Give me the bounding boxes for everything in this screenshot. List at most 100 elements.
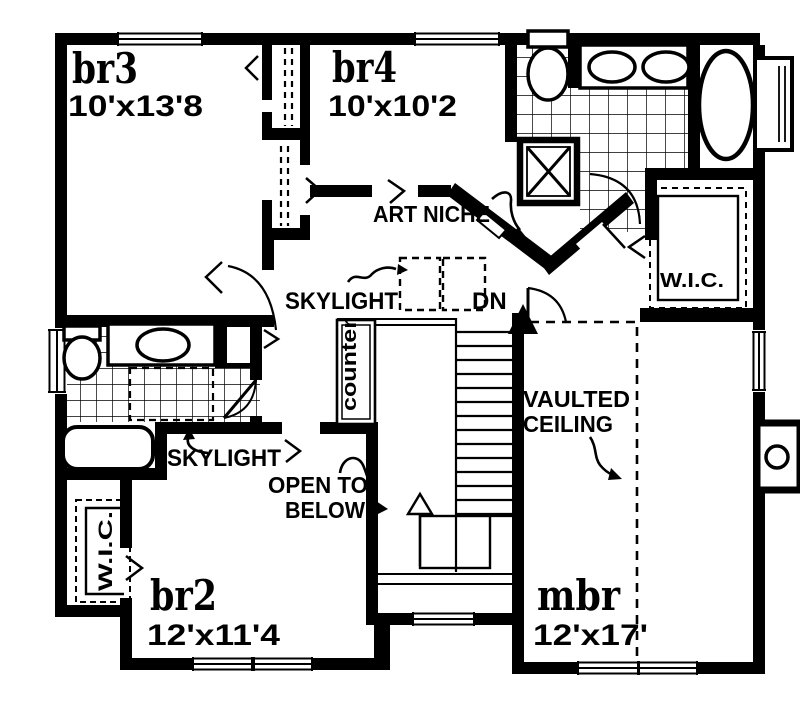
wall-wc-bottom (215, 363, 262, 368)
door-chevron-wic-right (626, 234, 646, 260)
room-name-br2: br2 (150, 571, 217, 620)
label-open-to-below-1: OPEN TO (268, 472, 368, 498)
annotation-arrows (183, 191, 622, 515)
wall-closet-bottom (262, 228, 310, 240)
sink-top-bath-1 (587, 50, 637, 84)
tub-deck-window (753, 56, 794, 152)
wall-top (55, 33, 760, 45)
skylight-hall-arrowhead (397, 264, 408, 275)
toilet-bowl-left-bath (62, 335, 102, 381)
window-br4-top (414, 31, 500, 47)
wall-closet-left-mid (262, 112, 272, 140)
door-chevron-br3-entry (204, 261, 223, 294)
shower-stall (516, 136, 581, 207)
wall-diagonal-mbr-hall (541, 192, 634, 275)
wall-wic-right-bottom (640, 308, 757, 322)
room-name-br4: br4 (332, 43, 397, 92)
label-counter: counter (339, 319, 361, 411)
room-name-mbr: mbr (537, 571, 621, 620)
room-dims-mbr: 12'x17' (533, 619, 648, 652)
sink-top-bath-2 (641, 50, 691, 84)
sink-left-bath (135, 327, 191, 363)
windows (47, 31, 767, 676)
stair-direction-arrow (405, 491, 435, 516)
art-niche-recess (475, 210, 508, 240)
window-br2-bottom-1 (192, 656, 253, 672)
wall-toilet-divider (568, 43, 580, 88)
toilet-tank-top-bath (526, 29, 570, 49)
wall-br2-left-lower (120, 598, 132, 658)
door-chevron-br2 (284, 438, 303, 463)
toilet-bowl-top-bath (526, 46, 570, 102)
wall-wc-left (215, 322, 227, 368)
window-right-mbr (751, 330, 767, 392)
doors (125, 55, 646, 581)
room-name-br3: br3 (72, 44, 138, 93)
hall-bath-tiles-main (580, 88, 688, 168)
wall-leftbath-east-stub (250, 416, 262, 434)
wall-br3-east (262, 240, 274, 270)
vaulted-arrow (588, 436, 614, 477)
wall-br2-top-a (157, 422, 282, 434)
railing-bottom (378, 573, 512, 585)
wall-stair-right (512, 313, 524, 674)
door-arc-top-bath (589, 172, 642, 225)
wall-step-connector (374, 613, 390, 670)
window-left-bath (47, 328, 67, 394)
label-skylight-bath: SKYLIGHT (167, 445, 281, 472)
wall-leftbath-east (250, 327, 262, 380)
skylight-box-bath (128, 366, 215, 422)
open-below-arrow (338, 456, 380, 507)
wall-closet-right-lower (300, 215, 310, 240)
wall-closet-left-lower (262, 200, 272, 240)
room-dims-br2: 12'x11'4 (147, 619, 280, 652)
wall-br4-bottom-b (418, 185, 451, 197)
wic-left-shelving (75, 499, 131, 603)
door-chevron-br3-closet (244, 55, 259, 81)
window-mbr-bottom-2 (638, 660, 698, 676)
door-chevron-wc (263, 328, 281, 350)
bathtub-oval (696, 48, 756, 162)
skylight-hall-arrow (346, 266, 397, 283)
label-art-niche: ART NICHE (373, 201, 490, 227)
chimney (753, 419, 800, 494)
open-below-arrowhead (376, 501, 388, 515)
wall-vanity-tub (688, 43, 700, 172)
wall-wic-right-top (645, 168, 757, 180)
label-vaulted-2: CEILING (523, 411, 613, 437)
skylight-bath-arrowhead (183, 428, 195, 440)
counter (335, 318, 377, 426)
label-dn: DN (472, 288, 507, 315)
fixtures (61, 29, 800, 494)
label-wic-left: W.I.C. (96, 511, 117, 591)
label-wic-right: W.I.C. (660, 270, 724, 292)
window-mbr-bottom-1 (577, 660, 639, 676)
stairs-and-railings (335, 304, 538, 585)
window-recessed (412, 611, 475, 627)
bathtub-left (61, 425, 155, 471)
diagonal-door-leaf (602, 223, 626, 249)
door-arc-br3 (227, 264, 278, 331)
wall-open-below-left (366, 428, 378, 625)
door-chevron-wic-left (125, 555, 145, 581)
wall-tub-nook (155, 422, 167, 480)
skylight-box-1 (398, 256, 442, 312)
room-dims-br3: 10'x13'8 (68, 90, 203, 123)
wall-closet-right-upper (300, 45, 310, 165)
wall-wic-left-bottom (55, 605, 132, 617)
wic-right-shelving (649, 187, 747, 309)
window-br3-top (117, 31, 203, 47)
art-niche-arrowhead (512, 227, 526, 237)
wall-hallbath-west (505, 45, 517, 142)
door-arc-mbr (527, 286, 568, 323)
skylight-box-2 (441, 256, 487, 312)
wall-closet-left-upper (262, 45, 272, 100)
room-dims-br4: 10'x10'2 (328, 90, 457, 123)
label-vaulted-1: VAULTED (523, 386, 630, 412)
stair-treads (457, 330, 512, 518)
door-chevron-br4-entry (387, 178, 407, 204)
vaulted-arrowhead (608, 468, 622, 480)
wall-closet-divider (262, 128, 310, 140)
